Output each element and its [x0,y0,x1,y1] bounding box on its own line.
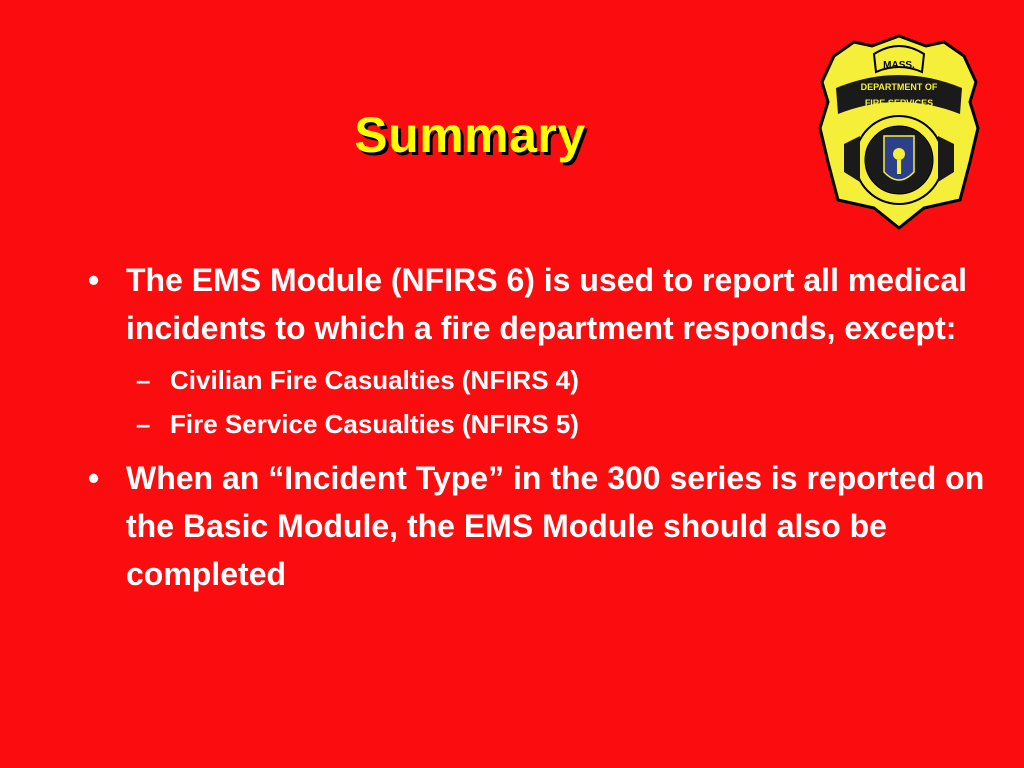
bullet-text: The EMS Module (NFIRS 6) is used to repo… [126,262,968,346]
bullet-marker: • [88,262,100,298]
slide-title: Summary [354,107,586,163]
bullet-marker: • [88,460,100,496]
sub-bullet-item: – Fire Service Casualties (NFIRS 5) [88,402,988,446]
fire-services-badge-icon: MASS. DEPARTMENT OF FIRE SERVICES [818,34,980,230]
sub-bullet-item: – Civilian Fire Casualties (NFIRS 4) [88,358,988,402]
badge-top-text: MASS. [883,60,915,71]
badge-ring-text: DEPARTMENT OF [861,82,938,92]
bullet-text: When an “Incident Type” in the 300 serie… [126,460,985,592]
bullet-item: • When an “Incident Type” in the 300 ser… [88,454,988,598]
sub-bullet-marker: – [136,365,151,395]
sub-bullet-text: Civilian Fire Casualties (NFIRS 4) [170,365,579,395]
sub-bullet-text: Fire Service Casualties (NFIRS 5) [170,409,579,439]
slide-body: • The EMS Module (NFIRS 6) is used to re… [88,256,988,604]
badge-band-text: FIRE SERVICES [865,98,933,108]
sub-bullet-list: – Civilian Fire Casualties (NFIRS 4) – F… [88,358,988,446]
sub-bullet-marker: – [136,409,151,439]
bullet-item: • The EMS Module (NFIRS 6) is used to re… [88,256,988,352]
